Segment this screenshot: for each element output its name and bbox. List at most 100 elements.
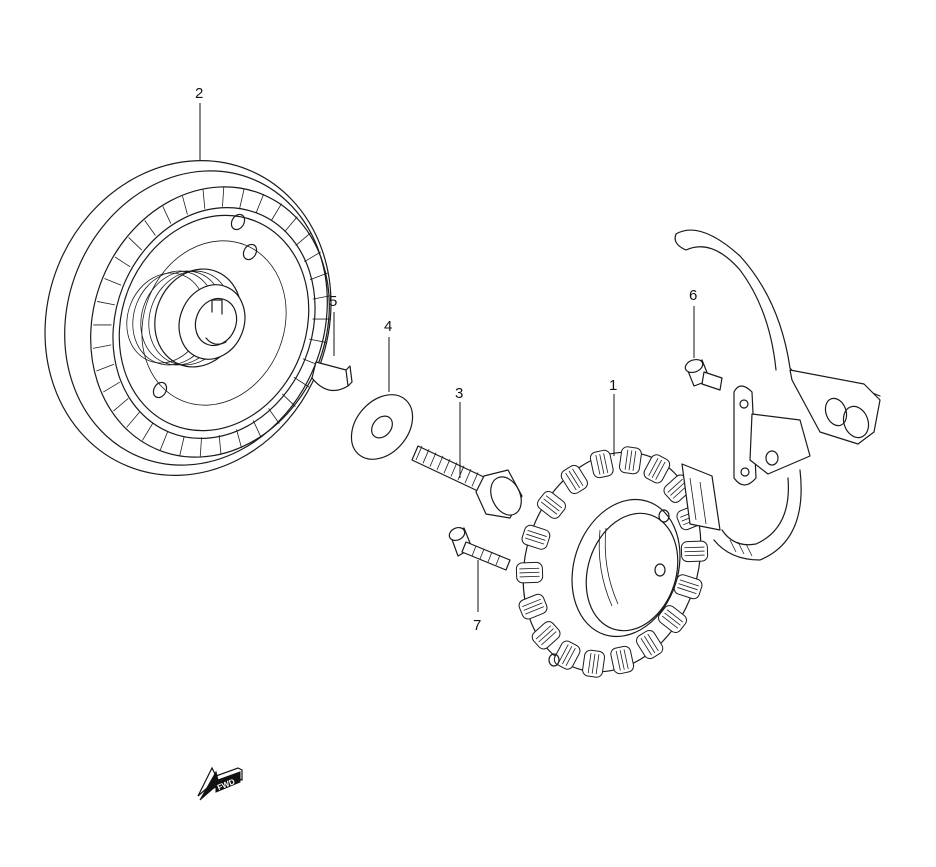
coil-winding-line [623, 649, 629, 670]
callout-4: 4 [384, 318, 392, 335]
rotor-magnet-segment [202, 189, 206, 209]
rotor-magnet-segment [312, 295, 332, 300]
rotor-magnet-segment [218, 435, 222, 455]
bolt-thread-line [422, 449, 430, 464]
bolt-thread-line [457, 465, 465, 480]
callout-3: 3 [455, 385, 463, 402]
callout-6: 6 [689, 287, 697, 304]
rotor-magnet-segment [97, 301, 115, 306]
rotor-magnet-segment [162, 206, 172, 224]
rotor-magnet-segment [309, 272, 328, 281]
coil-winding-line [538, 628, 554, 643]
coil-winding-line [670, 481, 686, 496]
coil-winding-line [565, 472, 577, 491]
coil-winding-line [572, 468, 584, 487]
woodruff-key: 5 [311, 293, 353, 392]
coil-winding-line [619, 650, 625, 670]
rotor-magnet-segment [309, 338, 327, 343]
coil-winding-line [519, 571, 540, 574]
rotor-magnet-segment [159, 431, 169, 451]
callout-5: 5 [329, 293, 337, 310]
rotor-magnet-segment [222, 186, 225, 207]
rotor-magnet-segment [144, 220, 156, 236]
rotor-magnet-segment [268, 408, 280, 424]
rotor-magnet-segment [182, 195, 188, 215]
bolt-thread-line [436, 455, 444, 471]
coil-winding-line [558, 644, 569, 663]
coil-winding-line [522, 598, 541, 608]
coil-winding-line [679, 579, 699, 587]
fwd-arrow-icon: FWD [197, 766, 243, 801]
rotor-magnet-segment [96, 363, 115, 372]
coil-winding-line [545, 495, 563, 509]
stator-assembly: 1 [515, 229, 881, 678]
bolt-thread-line [443, 459, 451, 474]
coil-winding-line [519, 575, 540, 578]
coil-winding-line [603, 453, 609, 474]
rotor-magnet-segment [114, 256, 131, 268]
rotor-magnet-segment [142, 423, 154, 441]
bolt-thread-line [415, 445, 423, 461]
coil-winding-line [666, 609, 684, 623]
stator-screw: 7 [448, 526, 511, 634]
coil-winding-line [587, 653, 592, 674]
rotor-magnet-segment [252, 420, 262, 438]
coil-winding-line [565, 647, 576, 667]
coil-winding-line [525, 606, 544, 615]
coil-winding-line [595, 454, 601, 475]
coil-winding-line [525, 537, 545, 545]
coil-winding-line [591, 653, 596, 674]
coil-winding-line [661, 615, 679, 629]
coil-winding-line [568, 470, 581, 489]
rotor-magnet-segment [104, 278, 122, 286]
coil-winding-line [595, 654, 600, 675]
rotor-magnet-segment [239, 188, 245, 208]
rotor-magnet-segment [126, 411, 140, 428]
bolt-thread-line [471, 472, 479, 487]
coil-winding-line [643, 635, 656, 654]
rotor-magnet-segment [270, 203, 282, 221]
coil-winding-line [523, 602, 543, 611]
rotor-magnet-segment [255, 193, 265, 213]
rotor-magnet-segment [293, 376, 310, 388]
rotor-magnet-segment [295, 232, 311, 246]
coil-winding-line [684, 554, 705, 557]
coil-winding-line [664, 612, 681, 626]
washer: 4 [350, 318, 414, 460]
coil-winding-line [519, 567, 540, 570]
coil-winding-line [632, 450, 637, 471]
callout-7: 7 [473, 617, 481, 634]
coil-winding-line [535, 625, 552, 640]
coil-winding-line [667, 478, 683, 493]
rotor-magnet-segment [103, 381, 120, 393]
rotor-magnet-segment [128, 237, 143, 251]
rotor-bolt: 3 [411, 385, 523, 519]
coil-winding-line [647, 633, 659, 652]
rotor-magnet-segment [199, 437, 202, 458]
bolt-thread-line [450, 462, 458, 477]
coil-winding-line [527, 530, 547, 537]
callout-1: 1 [609, 377, 617, 394]
coil-winding-line [599, 454, 605, 474]
coil-winding-line [684, 550, 705, 553]
rotor-magnet-segment [113, 398, 129, 412]
coil-winding-line [540, 501, 558, 515]
coil-winding-line [684, 546, 705, 549]
rotor-magnet-segment [284, 216, 298, 233]
coil-winding-line [678, 583, 698, 591]
rotor-magnet-segment [92, 344, 112, 349]
coil-winding-line [628, 450, 633, 471]
coil-winding-line [541, 631, 557, 646]
pickup-screw: 6 [684, 287, 723, 391]
coil-winding-line [562, 646, 573, 665]
rotor-magnet-segment [179, 436, 185, 456]
rotor-magnet-segment [304, 251, 321, 263]
coil-winding-line [543, 498, 560, 512]
callout-2: 2 [195, 85, 203, 102]
rotor-magnet-segment [236, 429, 242, 449]
coil-winding-line [677, 587, 697, 594]
bolt-thread-line [464, 468, 472, 484]
coil-winding-line [655, 461, 666, 480]
